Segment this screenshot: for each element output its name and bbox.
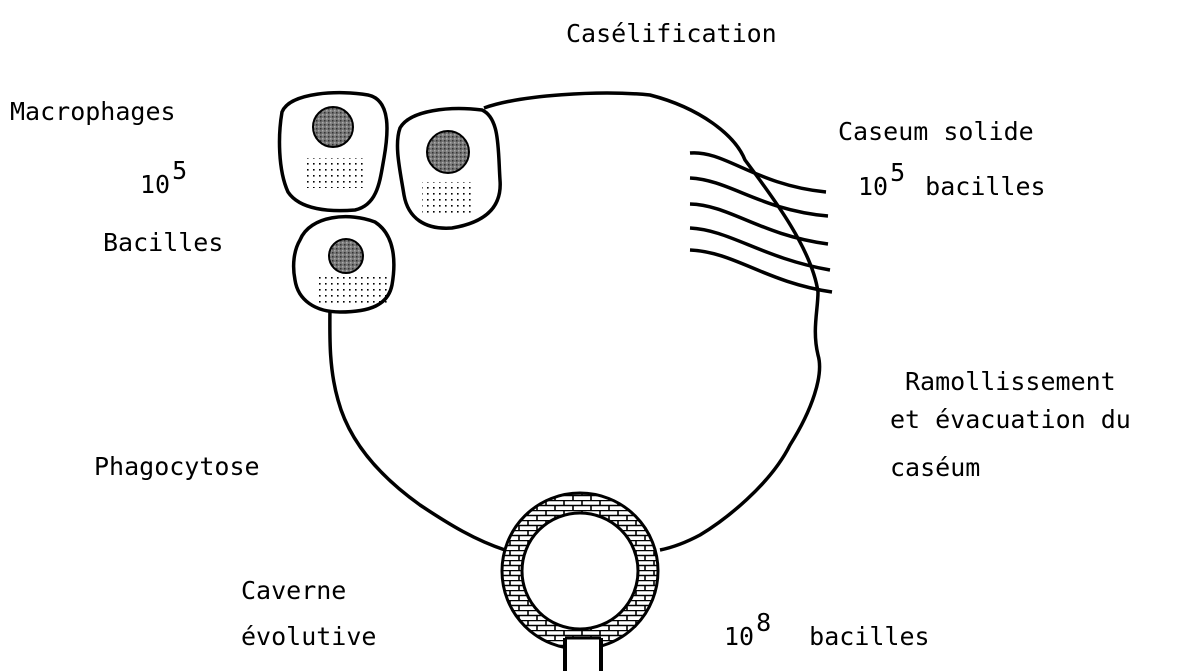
label-caseum-solide: Caseum solide [838, 117, 1034, 147]
title-caselification: Casélification [566, 19, 777, 49]
label-ramollissement-3: caséum [890, 453, 980, 483]
macro-count-exp: 5 [172, 156, 187, 185]
caseum-count-base: 10 [858, 172, 888, 201]
label-ramollissement-1: Ramollissement [905, 367, 1116, 397]
label-phagocytose: Phagocytose [94, 452, 260, 482]
caseum-layers [690, 153, 832, 292]
label-bacilles-left: Bacilles [103, 228, 223, 258]
macrophage-3 [294, 217, 394, 312]
macrophage-1 [280, 93, 388, 211]
caseum-count-exp: 5 [890, 158, 905, 187]
macro-count-base: 10 [140, 170, 170, 199]
label-macrophages: Macrophages [10, 97, 176, 127]
cavity-outline-left [330, 300, 505, 550]
bronchial-ring [502, 493, 658, 649]
bottom-count-base: 10 [724, 622, 754, 651]
cavity-outline [484, 93, 820, 550]
bottom-count-exp: 8 [756, 608, 771, 637]
drainage-tube [565, 638, 601, 671]
label-caverne-1: Caverne [241, 576, 346, 606]
label-ramollissement-2: et évacuation du [890, 405, 1131, 435]
label-macrophage-count: 105 [140, 170, 185, 200]
bottom-count-unit: bacilles [809, 622, 929, 651]
caseum-count-unit: bacilles [925, 172, 1045, 201]
macrophage-2 [397, 109, 500, 229]
label-caverne-2: évolutive [241, 622, 376, 652]
